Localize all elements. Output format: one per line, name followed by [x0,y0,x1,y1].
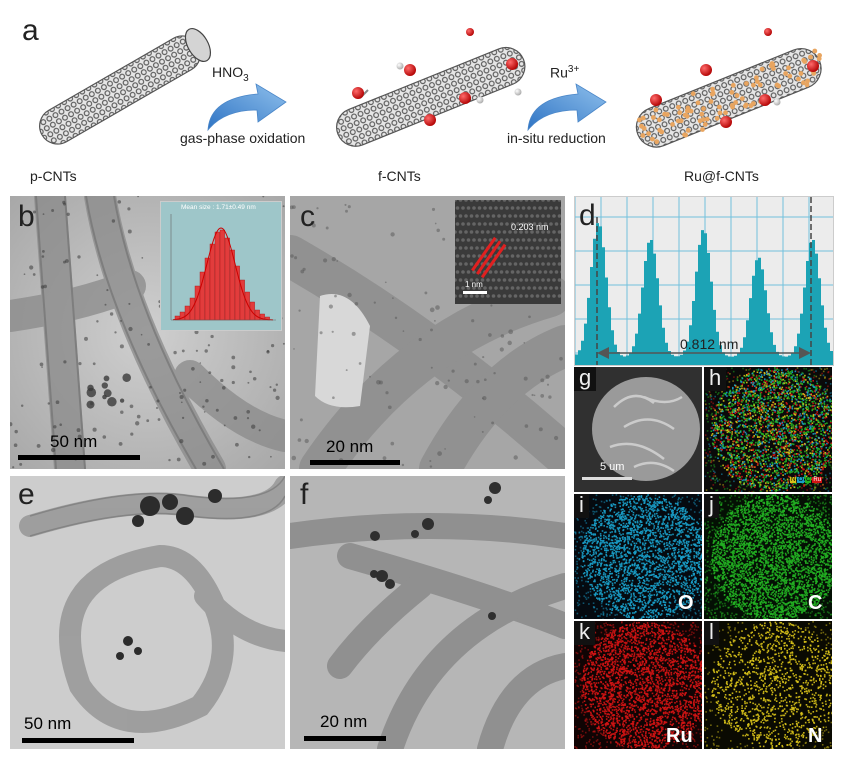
panel-i-oxygen-map: i O [574,494,702,619]
panel-label-l: l [704,621,719,645]
panel-label-e: e [18,478,35,511]
scale-label-b: 50 nm [50,432,98,451]
panel-j-carbon-map: j C [704,494,832,619]
element-n: N [808,725,823,747]
histogram-mean-size: Mean size : 1.71±0.49 nm [181,204,256,211]
panel-l-nitrogen-map: l N [704,621,832,749]
eds-legend: N O C Ru [790,477,823,483]
scale-bar-b [18,455,140,460]
caption-p-cnts: p-CNTs [30,168,77,184]
arrow-oxidation-icon [207,83,287,132]
legend-n: N [790,477,797,483]
panel-label-c: c [300,200,315,233]
panel-label-d: d [579,199,596,232]
panel-label-f: f [300,478,309,511]
scale-label-e: 50 nm [24,714,72,733]
legend-c: C [805,477,812,483]
legend-o: O [797,477,805,483]
ru-nanoparticles [637,48,822,145]
panel-k-ruthenium-map: k Ru [574,621,702,749]
panel-f-tem-image: f 20 nm [290,476,565,749]
reagent-hno3: HNO3 [212,64,249,84]
panel-g-sem-image: g 5 um [574,367,702,492]
scale-label-f: 20 nm [320,712,368,731]
legend-ru: Ru [812,477,823,483]
arrow-reduction-icon [527,83,607,132]
panel-e-tem-image: e 50 nm [10,476,285,749]
scale-label-c: 20 nm [326,437,374,456]
panel-label-i: i [574,494,589,518]
element-o: O [678,592,694,614]
element-c: C [808,592,823,614]
distance-label: 0.812 nm [680,336,739,352]
panel-h-eds-overlay: h N O C Ru [704,367,832,492]
oxygen-groups [352,28,522,126]
panel-label-a: a [22,14,39,47]
scale-bar-c [310,460,400,465]
lattice-spacing-label: 0.203 nm [511,222,549,232]
reagent-ru3: Ru3+ [550,64,580,81]
process-oxidation: gas-phase oxidation [180,130,306,146]
scale-bar-e [22,738,134,743]
scale-bar-g [582,477,632,480]
panel-d-line-profile: d 0.812 nm [574,196,834,366]
inset-scale-label: 1 nm [465,280,483,289]
panel-c-tem-image: c 0.203 nm 1 nm 20 nm [290,196,565,469]
panel-label-k: k [574,621,595,645]
ru-oxygen-groups [650,28,819,128]
hrtem-inset: 0.203 nm 1 nm [455,200,561,304]
size-histogram-inset: Mean size : 1.71±0.49 nm [160,201,282,331]
f-cnt-illustration [336,28,526,147]
caption-ru-f-cnts: Ru@f-CNTs [684,168,759,184]
caption-f-cnts: f-CNTs [378,168,421,184]
scale-label-g: 5 um [600,461,625,473]
ru-f-cnt-illustration [635,28,822,148]
p-cnt-illustration [39,28,212,145]
panel-label-b: b [18,200,35,233]
scale-bar-f [304,736,386,741]
panel-label-h: h [704,367,727,391]
panel-b-tem-image: b Mean size : 1.71±0.49 nm 50 nm [10,196,285,469]
panel-label-g: g [574,367,597,391]
element-ru: Ru [666,725,693,747]
panel-label-j: j [704,494,719,518]
process-reduction: in-situ reduction [507,130,606,146]
